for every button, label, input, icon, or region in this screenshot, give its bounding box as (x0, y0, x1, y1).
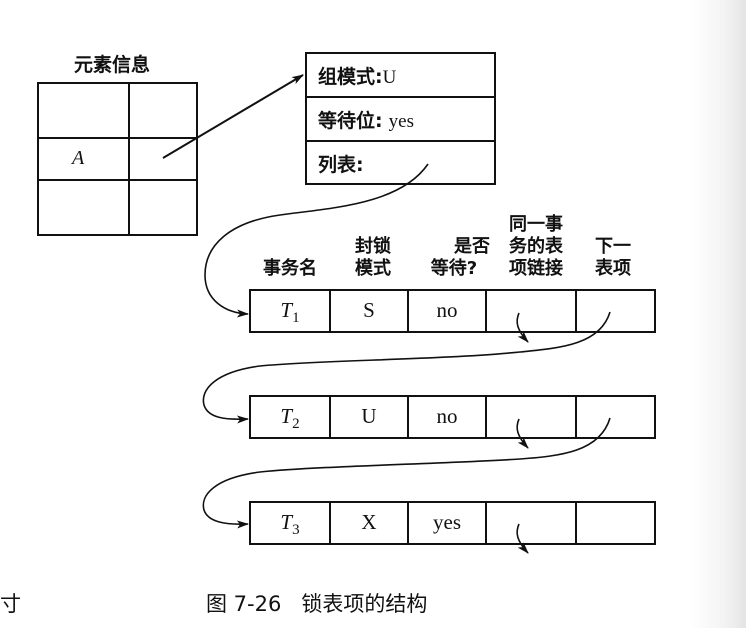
element-info-table (37, 82, 198, 236)
caption-left-fragment: 寸 (0, 592, 21, 616)
figure-title: 锁表项的结构 (301, 592, 428, 616)
waiting-bit-label: 等待位: (318, 110, 383, 132)
t1-txn-link-arrow (516, 312, 529, 343)
entry-transaction: T3 (280, 510, 300, 539)
waiting-bit-value: yes (388, 111, 414, 132)
group-mode-label: 组模式: (318, 66, 383, 88)
lock-entry-box (249, 289, 656, 333)
list-row: 列表: (318, 150, 364, 177)
t1-next-to-t2-arrow (202, 311, 611, 424)
t2-txn-link-arrow (516, 418, 529, 449)
header-is-waiting: 是否 等待? (430, 236, 490, 279)
entry-lock-mode: U (361, 404, 377, 428)
element-info-title: 元素信息 (73, 54, 150, 76)
entry-lock-mode: S (363, 298, 375, 322)
entry-transaction: T2 (280, 404, 300, 433)
entry-transaction: T1 (280, 298, 300, 327)
group-mode-row: 组模式:U (318, 62, 396, 89)
t3-txn-link-arrow (516, 523, 529, 554)
list-label: 列表: (318, 154, 364, 176)
waiting-bit-row: 等待位: yes (318, 106, 414, 133)
header-same-txn-link: 同一事 务的表 项链接 (509, 214, 563, 279)
group-mode-value: U (382, 67, 397, 88)
entry-lock-mode: X (361, 510, 377, 534)
t2-next-to-t3-arrow (202, 417, 611, 529)
entry-waiting: yes (433, 510, 461, 534)
lock-entry-box (249, 501, 656, 545)
header-transaction-name: 事务名 (263, 258, 317, 279)
group-list-to-t1-arrow (204, 163, 429, 318)
header-lock-mode: 封锁 模式 (355, 236, 391, 279)
entry-waiting: no (436, 298, 458, 322)
figure-number: 图 7-26 (206, 592, 282, 616)
lock-entry-box (249, 395, 656, 439)
group-box (305, 52, 496, 185)
element-to-group-arrow (162, 74, 304, 159)
figure-caption: 图 7-26 锁表项的结构 (206, 588, 427, 618)
header-next-entry: 下一 表项 (595, 236, 631, 279)
element-cell-a: A (72, 147, 85, 169)
entry-waiting: no (436, 404, 458, 428)
